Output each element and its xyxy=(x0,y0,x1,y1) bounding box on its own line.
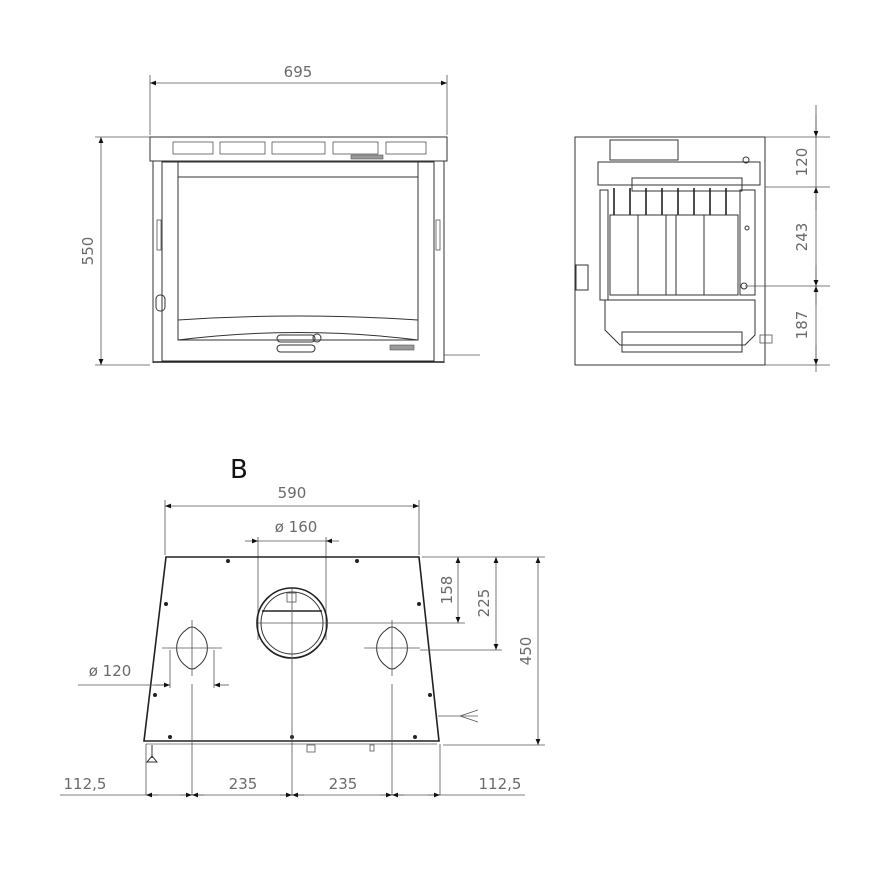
grate-bars xyxy=(613,188,727,215)
left-outlet xyxy=(162,620,222,676)
bottom-dimension-chain: 112,5 235 235 112,5 xyxy=(60,775,525,798)
front-stove-body xyxy=(149,136,480,363)
side-view: 120 243 187 xyxy=(574,105,830,372)
front-width-dimension: 695 xyxy=(149,63,448,135)
top-width-dimension: 590 xyxy=(164,484,420,555)
top-view: B 590 ø 160 xyxy=(60,455,545,798)
center-outlet-dimension: ø 160 xyxy=(245,518,339,640)
front-height-label: 550 xyxy=(79,237,97,266)
dim-left-margin-label: 112,5 xyxy=(64,775,107,793)
side-outlet-label: ø 120 xyxy=(89,662,132,680)
side-stove-body xyxy=(574,136,773,366)
dim-225-label: 225 xyxy=(475,589,493,618)
front-width-label: 695 xyxy=(284,63,313,81)
power-cable xyxy=(438,709,479,723)
center-outlet-label: ø 160 xyxy=(275,518,318,536)
dim-right-spacing-label: 235 xyxy=(329,775,358,793)
view-label-b: B xyxy=(230,455,248,485)
side-outlet-dimension: ø 120 xyxy=(78,650,229,688)
side-dim-243-label: 243 xyxy=(793,223,811,252)
top-plate xyxy=(143,556,479,795)
dim-left-spacing-label: 235 xyxy=(229,775,258,793)
right-outlet xyxy=(364,620,420,676)
dim-158-label: 158 xyxy=(438,576,456,605)
side-height-dimensions: 120 243 187 xyxy=(745,105,830,372)
side-dim-120-label: 120 xyxy=(793,148,811,177)
front-view: 695 550 xyxy=(79,63,480,366)
dim-right-margin-label: 112,5 xyxy=(479,775,522,793)
dim-450-label: 450 xyxy=(517,637,535,666)
side-dim-187-label: 187 xyxy=(793,311,811,340)
front-height-dimension: 550 xyxy=(79,136,150,366)
top-vertical-dimensions: 158 225 450 xyxy=(340,556,545,746)
top-width-label: 590 xyxy=(278,484,307,502)
